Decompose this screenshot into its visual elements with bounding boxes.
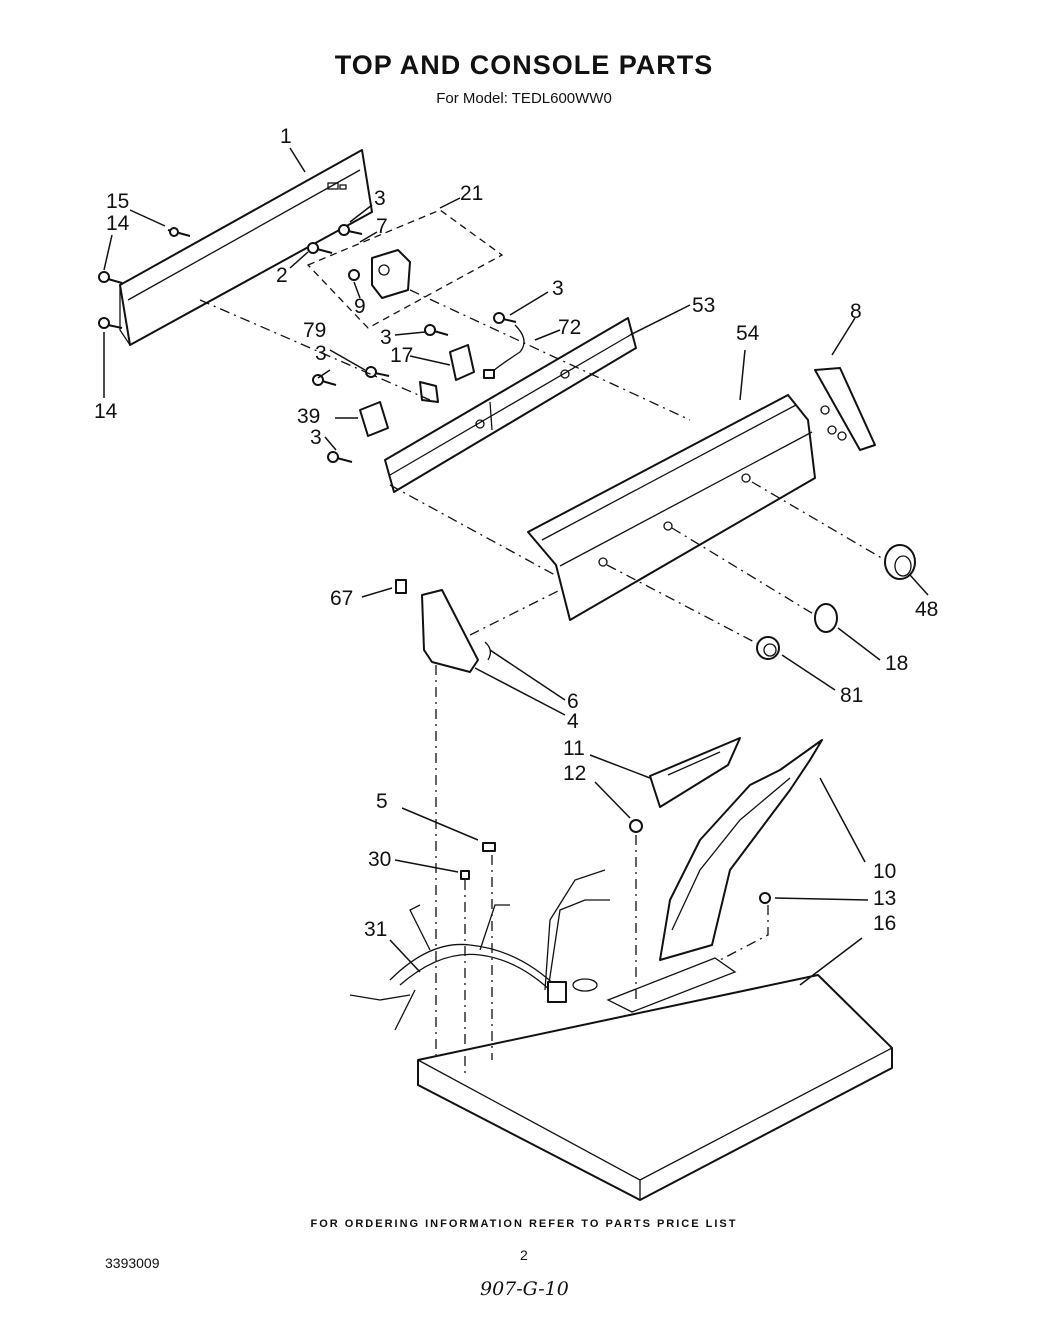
guide-line-7 [469,589,561,636]
bracket-8 [814,367,876,451]
lint-duct-10 [659,739,823,961]
callout-7: 7 [376,215,388,238]
switch-39 [359,401,389,437]
page-title: TOP AND CONSOLE PARTS [334,50,714,80]
clip-6 [484,641,492,661]
ordering-note: FOR ORDERING INFORMATION REFER TO PARTS … [310,1218,738,1230]
callout-3: 3 [374,187,386,210]
screw-3-c [424,324,449,336]
callout-3: 3 [310,426,322,449]
callout-14: 14 [106,212,130,235]
handwritten-note: 907-G-10 [480,1278,569,1300]
screw-13 [759,892,771,904]
callout-1: 1 [280,125,292,148]
guide-line-3 [389,484,556,576]
top-panel-16 [417,957,893,1201]
leader-arrows [103,147,929,986]
callout-54: 54 [736,322,760,345]
callout-48: 48 [915,598,938,621]
callout-18: 18 [885,652,908,675]
wire-harness-31 [349,842,610,1031]
model-subtitle: For Model: TEDL600WW0 [436,90,612,107]
screw-15 [167,227,191,237]
screen-11 [649,737,741,808]
callout-13: 13 [873,887,896,910]
screw-14-bottom [98,317,123,329]
callout-79: 79 [303,319,326,342]
end-cap-4 [421,589,479,673]
callout-67: 67 [330,587,353,610]
screw-3-a [338,224,363,236]
callout-39: 39 [297,405,320,428]
clip-67 [395,579,407,594]
guide-line-5 [671,527,816,616]
callout-16: 16 [873,912,896,935]
screw-3-f [327,451,353,463]
guide-line-12 [719,905,769,961]
console-rail-53 [384,317,637,493]
callout-17: 17 [390,344,413,367]
screw-2 [307,242,333,254]
callout-30: 30 [368,848,391,871]
callout-10: 10 [873,860,896,883]
screw-3-e [312,374,337,386]
guide-line-2 [409,289,691,421]
guide-line-1 [199,299,431,401]
callout-2: 2 [276,264,288,287]
knob-81 [756,636,780,660]
callout-12: 12 [563,762,586,785]
guide-line-6 [606,564,761,646]
fastener-12 [629,819,643,833]
callout-3: 3 [315,342,327,365]
callout-72: 72 [558,316,581,339]
harness-72 [483,324,525,379]
callout-31: 31 [364,918,387,941]
switch-17 [449,344,475,381]
assembly-21-outline [306,209,504,329]
screw-3-d [365,366,390,378]
callout-9: 9 [354,295,366,318]
callout-53: 53 [692,294,715,317]
document-number: 3393009 [105,1255,160,1271]
callout-11: 11 [563,737,585,760]
screw-14-top [98,271,123,284]
guide-line-4 [751,481,886,561]
callout-6: 6 [567,690,579,713]
page-number: 2 [520,1247,528,1263]
knob-48 [884,544,916,580]
screw-3-b [493,312,517,324]
callout-3: 3 [552,277,564,300]
timer-7 [371,249,411,299]
callout-8: 8 [850,300,862,323]
callout-3: 3 [380,326,392,349]
callout-14: 14 [94,400,118,423]
control-panel-back [119,149,373,346]
clip-9 [348,269,360,281]
callout-81: 81 [840,684,863,707]
control-panel-54 [527,394,816,621]
callout-5: 5 [376,790,388,813]
knob-18 [814,603,838,633]
callout-4: 4 [567,710,579,733]
callout-15: 15 [106,190,129,213]
callout-21: 21 [460,182,483,205]
